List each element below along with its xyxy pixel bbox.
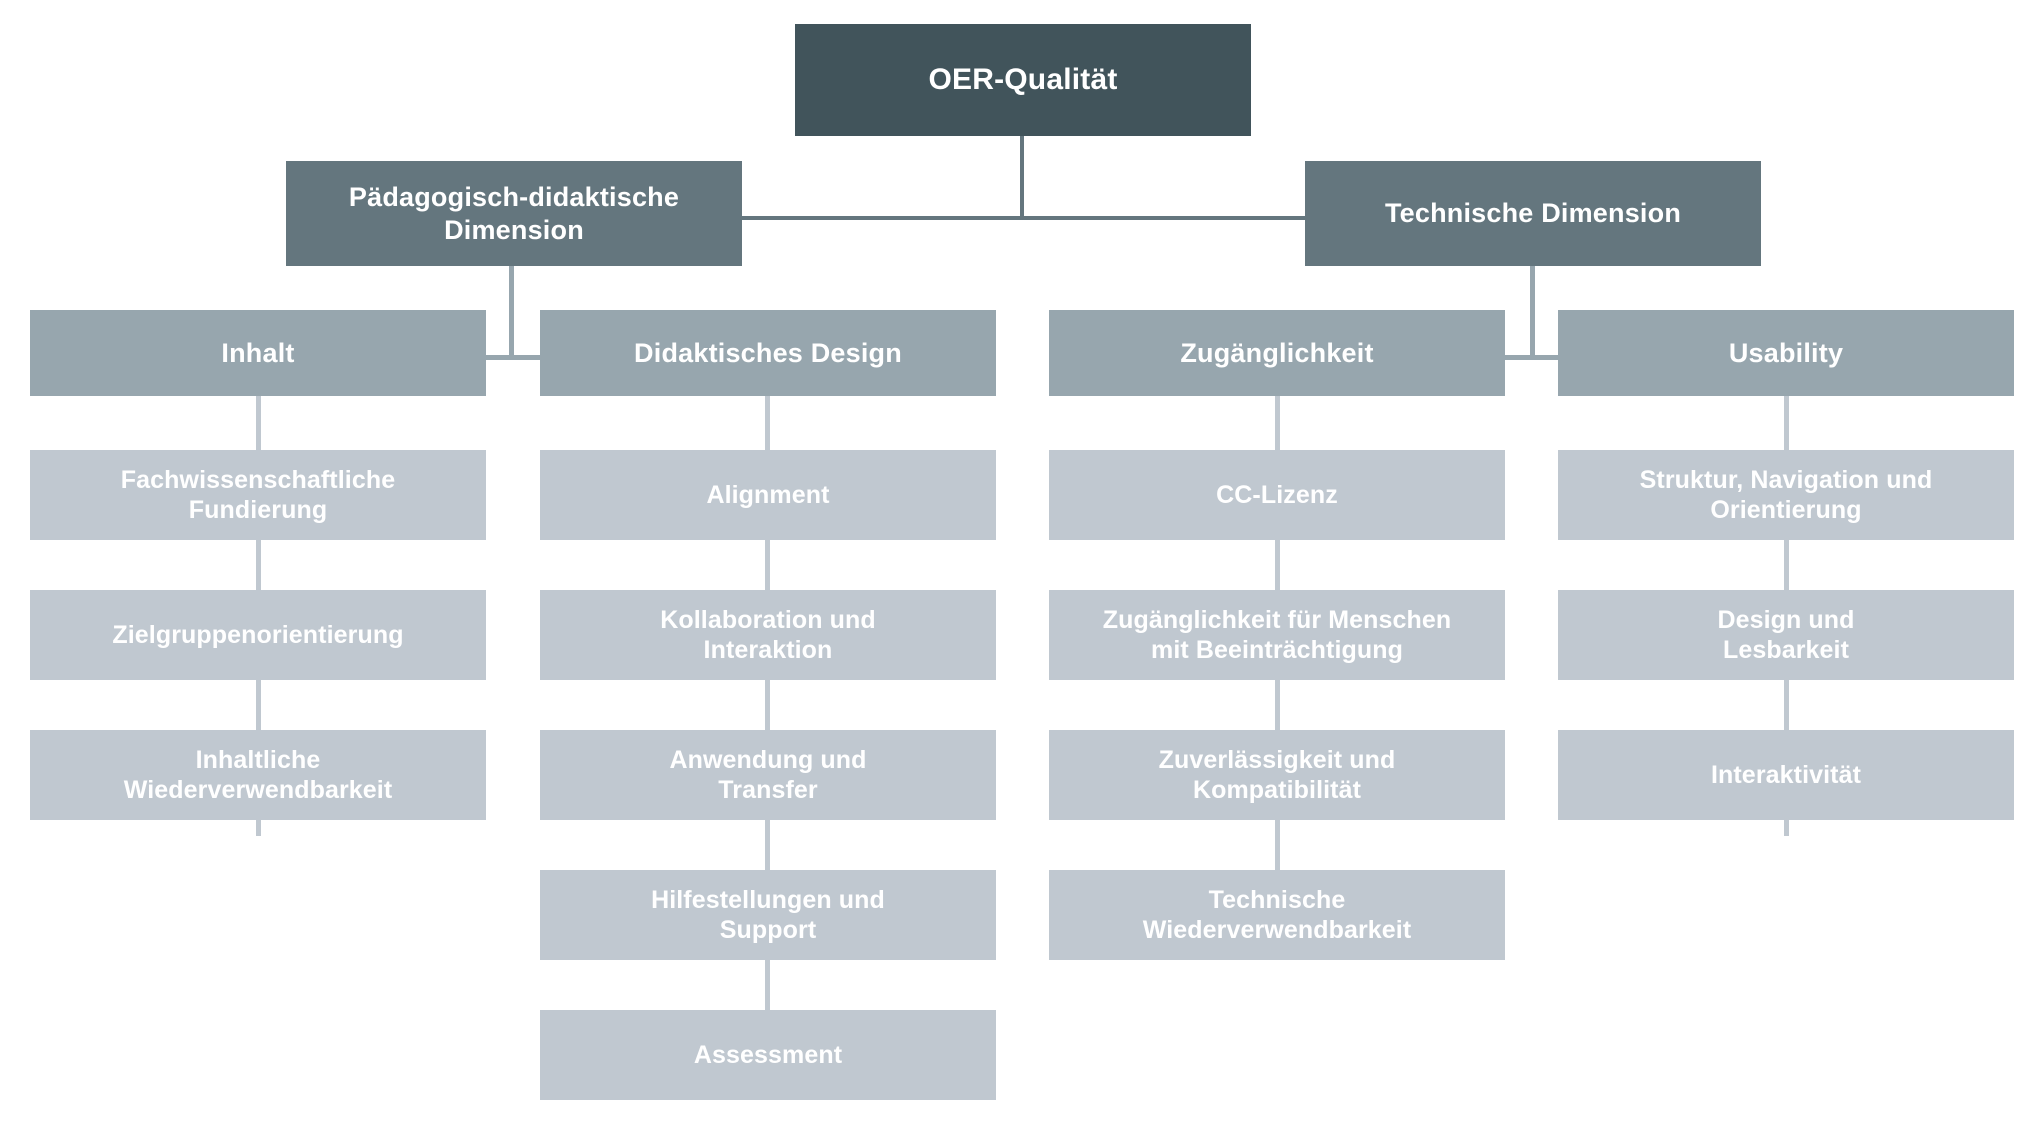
node-label: Struktur, Navigation und Orientierung [1639,465,1933,525]
node-leaf-didaktisches-design-1[interactable]: Alignment [540,450,996,540]
node-root-oer-qualitaet[interactable]: OER-Qualität [795,24,1251,136]
node-label: Anwendung und Transfer [669,745,867,805]
node-dimension-technische[interactable]: Technische Dimension [1305,161,1761,266]
node-category-didaktisches-design[interactable]: Didaktisches Design [540,310,996,396]
node-category-usability[interactable]: Usability [1558,310,2014,396]
node-leaf-zugaenglichkeit-3[interactable]: Zuverlässigkeit und Kompatibilität [1049,730,1505,820]
node-leaf-inhalt-3[interactable]: Inhaltliche Wiederverwendbarkeit [30,730,486,820]
node-label: Inhalt [221,337,295,368]
connector-paedagogisch-bus [256,355,765,360]
node-label: Alignment [706,480,830,509]
node-label: Inhaltliche Wiederverwendbarkeit [123,745,393,805]
node-dimension-paedagogisch-didaktische[interactable]: Pädagogisch-didaktische Dimension [286,161,742,266]
node-label: Zuverlässigkeit und Kompatibilität [1158,745,1396,805]
node-label: Technische Wiederverwendbarkeit [1142,885,1412,945]
node-label: Assessment [693,1040,843,1069]
node-leaf-usability-3[interactable]: Interaktivität [1558,730,2014,820]
connector-paedagogisch-vertical [509,266,514,358]
node-leaf-didaktisches-design-5[interactable]: Assessment [540,1010,996,1100]
node-label: OER-Qualität [928,62,1118,96]
node-leaf-inhalt-1[interactable]: Fachwissenschaftliche Fundierung [30,450,486,540]
node-label: CC-Lizenz [1216,480,1338,509]
node-label: Design und Lesbarkeit [1717,605,1855,665]
node-label: Zielgruppenorientierung [112,620,404,649]
node-label: Hilfestellungen und Support [651,885,885,945]
connector-technische-bus [1275,355,1784,360]
node-label: Pädagogisch-didaktische Dimension [348,181,680,245]
node-label: Technische Dimension [1384,198,1682,229]
node-label: Kollaboration und Interaktion [660,605,876,665]
node-leaf-didaktisches-design-4[interactable]: Hilfestellungen und Support [540,870,996,960]
node-label: Usability [1728,337,1844,368]
connector-dimensions-horizontal [737,216,1314,220]
node-label: Zugänglichkeit für Menschen mit Beeinträ… [1102,605,1452,665]
node-leaf-zugaenglichkeit-2[interactable]: Zugänglichkeit für Menschen mit Beeinträ… [1049,590,1505,680]
node-leaf-didaktisches-design-2[interactable]: Kollaboration und Interaktion [540,590,996,680]
node-leaf-usability-2[interactable]: Design und Lesbarkeit [1558,590,2014,680]
node-label: Zugänglichkeit [1180,337,1374,368]
node-label: Fachwissenschaftliche Fundierung [120,465,396,525]
node-leaf-zugaenglichkeit-1[interactable]: CC-Lizenz [1049,450,1505,540]
node-label: Interaktivität [1710,760,1862,789]
node-leaf-zugaenglichkeit-4[interactable]: Technische Wiederverwendbarkeit [1049,870,1505,960]
node-category-inhalt[interactable]: Inhalt [30,310,486,396]
node-category-zugaenglichkeit[interactable]: Zugänglichkeit [1049,310,1505,396]
connector-didaktisches-design-spine [765,396,770,1056]
connector-technische-vertical [1530,266,1535,358]
node-leaf-usability-1[interactable]: Struktur, Navigation und Orientierung [1558,450,2014,540]
node-leaf-inhalt-2[interactable]: Zielgruppenorientierung [30,590,486,680]
connector-root-vertical [1020,135,1024,219]
node-leaf-didaktisches-design-3[interactable]: Anwendung und Transfer [540,730,996,820]
node-label: Didaktisches Design [634,337,902,368]
